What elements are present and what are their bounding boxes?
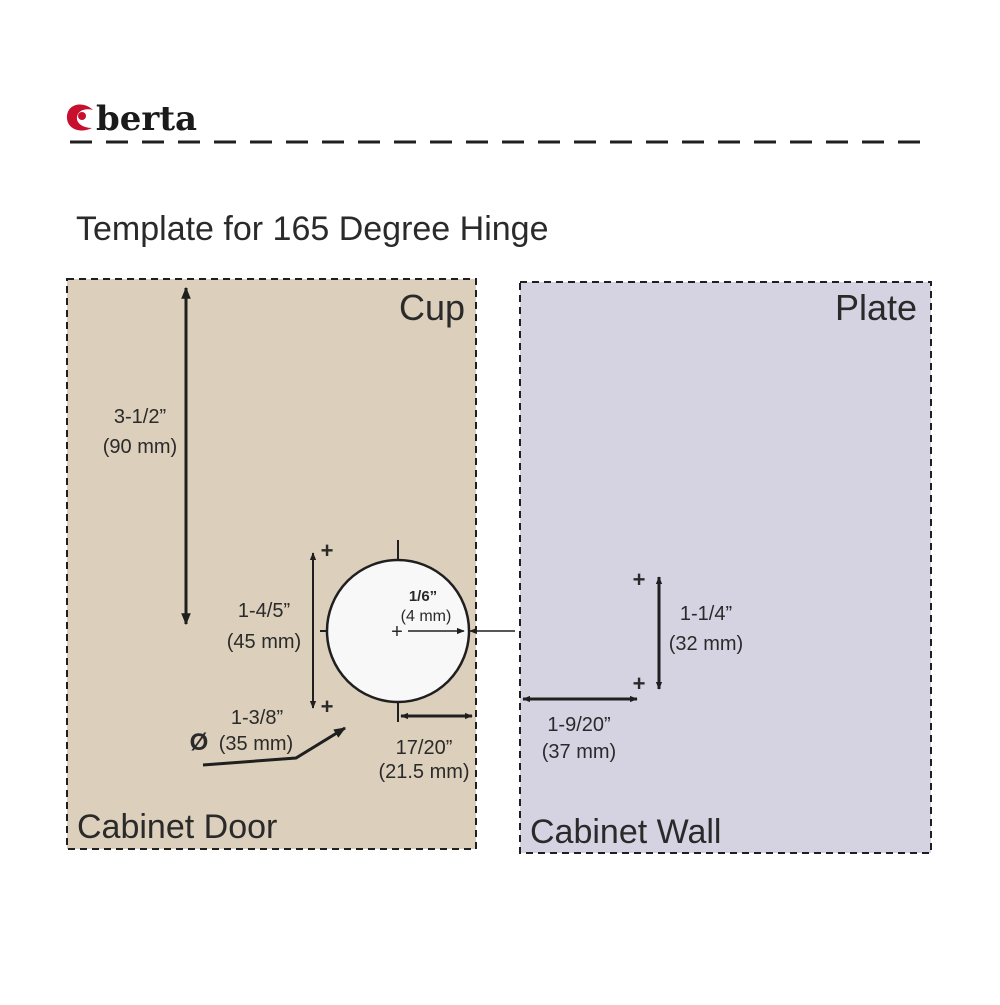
wall-screw-plus-top: + bbox=[633, 567, 646, 592]
edge-distance-mm-label: (21.5 mm) bbox=[378, 761, 469, 783]
logo-mark-icon bbox=[66, 104, 93, 131]
cup-hole-circle bbox=[325, 558, 471, 704]
cabinet-door-label: Cabinet Door bbox=[77, 808, 277, 846]
cup-label: Cup bbox=[399, 287, 465, 328]
plate-label: Plate bbox=[835, 287, 917, 328]
diameter-symbol: Ø bbox=[190, 729, 209, 756]
wall-spacing-inch-label: 1-1/4” bbox=[680, 603, 732, 625]
page-title: Template for 165 Degree Hinge bbox=[76, 210, 549, 248]
wall-spacing-mm-label: (32 mm) bbox=[669, 633, 743, 655]
door-spacing-inch-label: 1-4/5” bbox=[238, 600, 290, 622]
cabinet-wall-panel bbox=[519, 281, 932, 854]
door-spacing-mm-label: (45 mm) bbox=[227, 631, 301, 653]
edge-distance-inch-label: 17/20” bbox=[396, 737, 453, 759]
diameter-leader-arrow bbox=[202, 726, 347, 767]
brand-name: berta bbox=[96, 99, 197, 139]
diameter-mm-label: (35 mm) bbox=[219, 733, 293, 755]
door-screw-plus-top: + bbox=[321, 538, 334, 563]
door-screw-plus-bottom: + bbox=[321, 694, 334, 719]
diameter-inch-label: 1-3/8” bbox=[231, 707, 283, 729]
cabinet-wall-label: Cabinet Wall bbox=[530, 813, 721, 851]
offset-mm-label: (4 mm) bbox=[401, 608, 452, 625]
offset-inch-label: 1/6” bbox=[409, 588, 437, 605]
wall-edge-mm-label: (37 mm) bbox=[542, 741, 616, 763]
wall-screw-plus-bottom: + bbox=[633, 671, 646, 696]
cup-center-mark: + bbox=[391, 621, 403, 643]
logo-dot-icon bbox=[78, 112, 86, 120]
height-mm-label: (90 mm) bbox=[103, 436, 177, 458]
brand-logo: berta bbox=[66, 99, 197, 139]
height-inch-label: 3-1/2” bbox=[114, 406, 166, 428]
wall-edge-inch-label: 1-9/20” bbox=[547, 714, 610, 736]
